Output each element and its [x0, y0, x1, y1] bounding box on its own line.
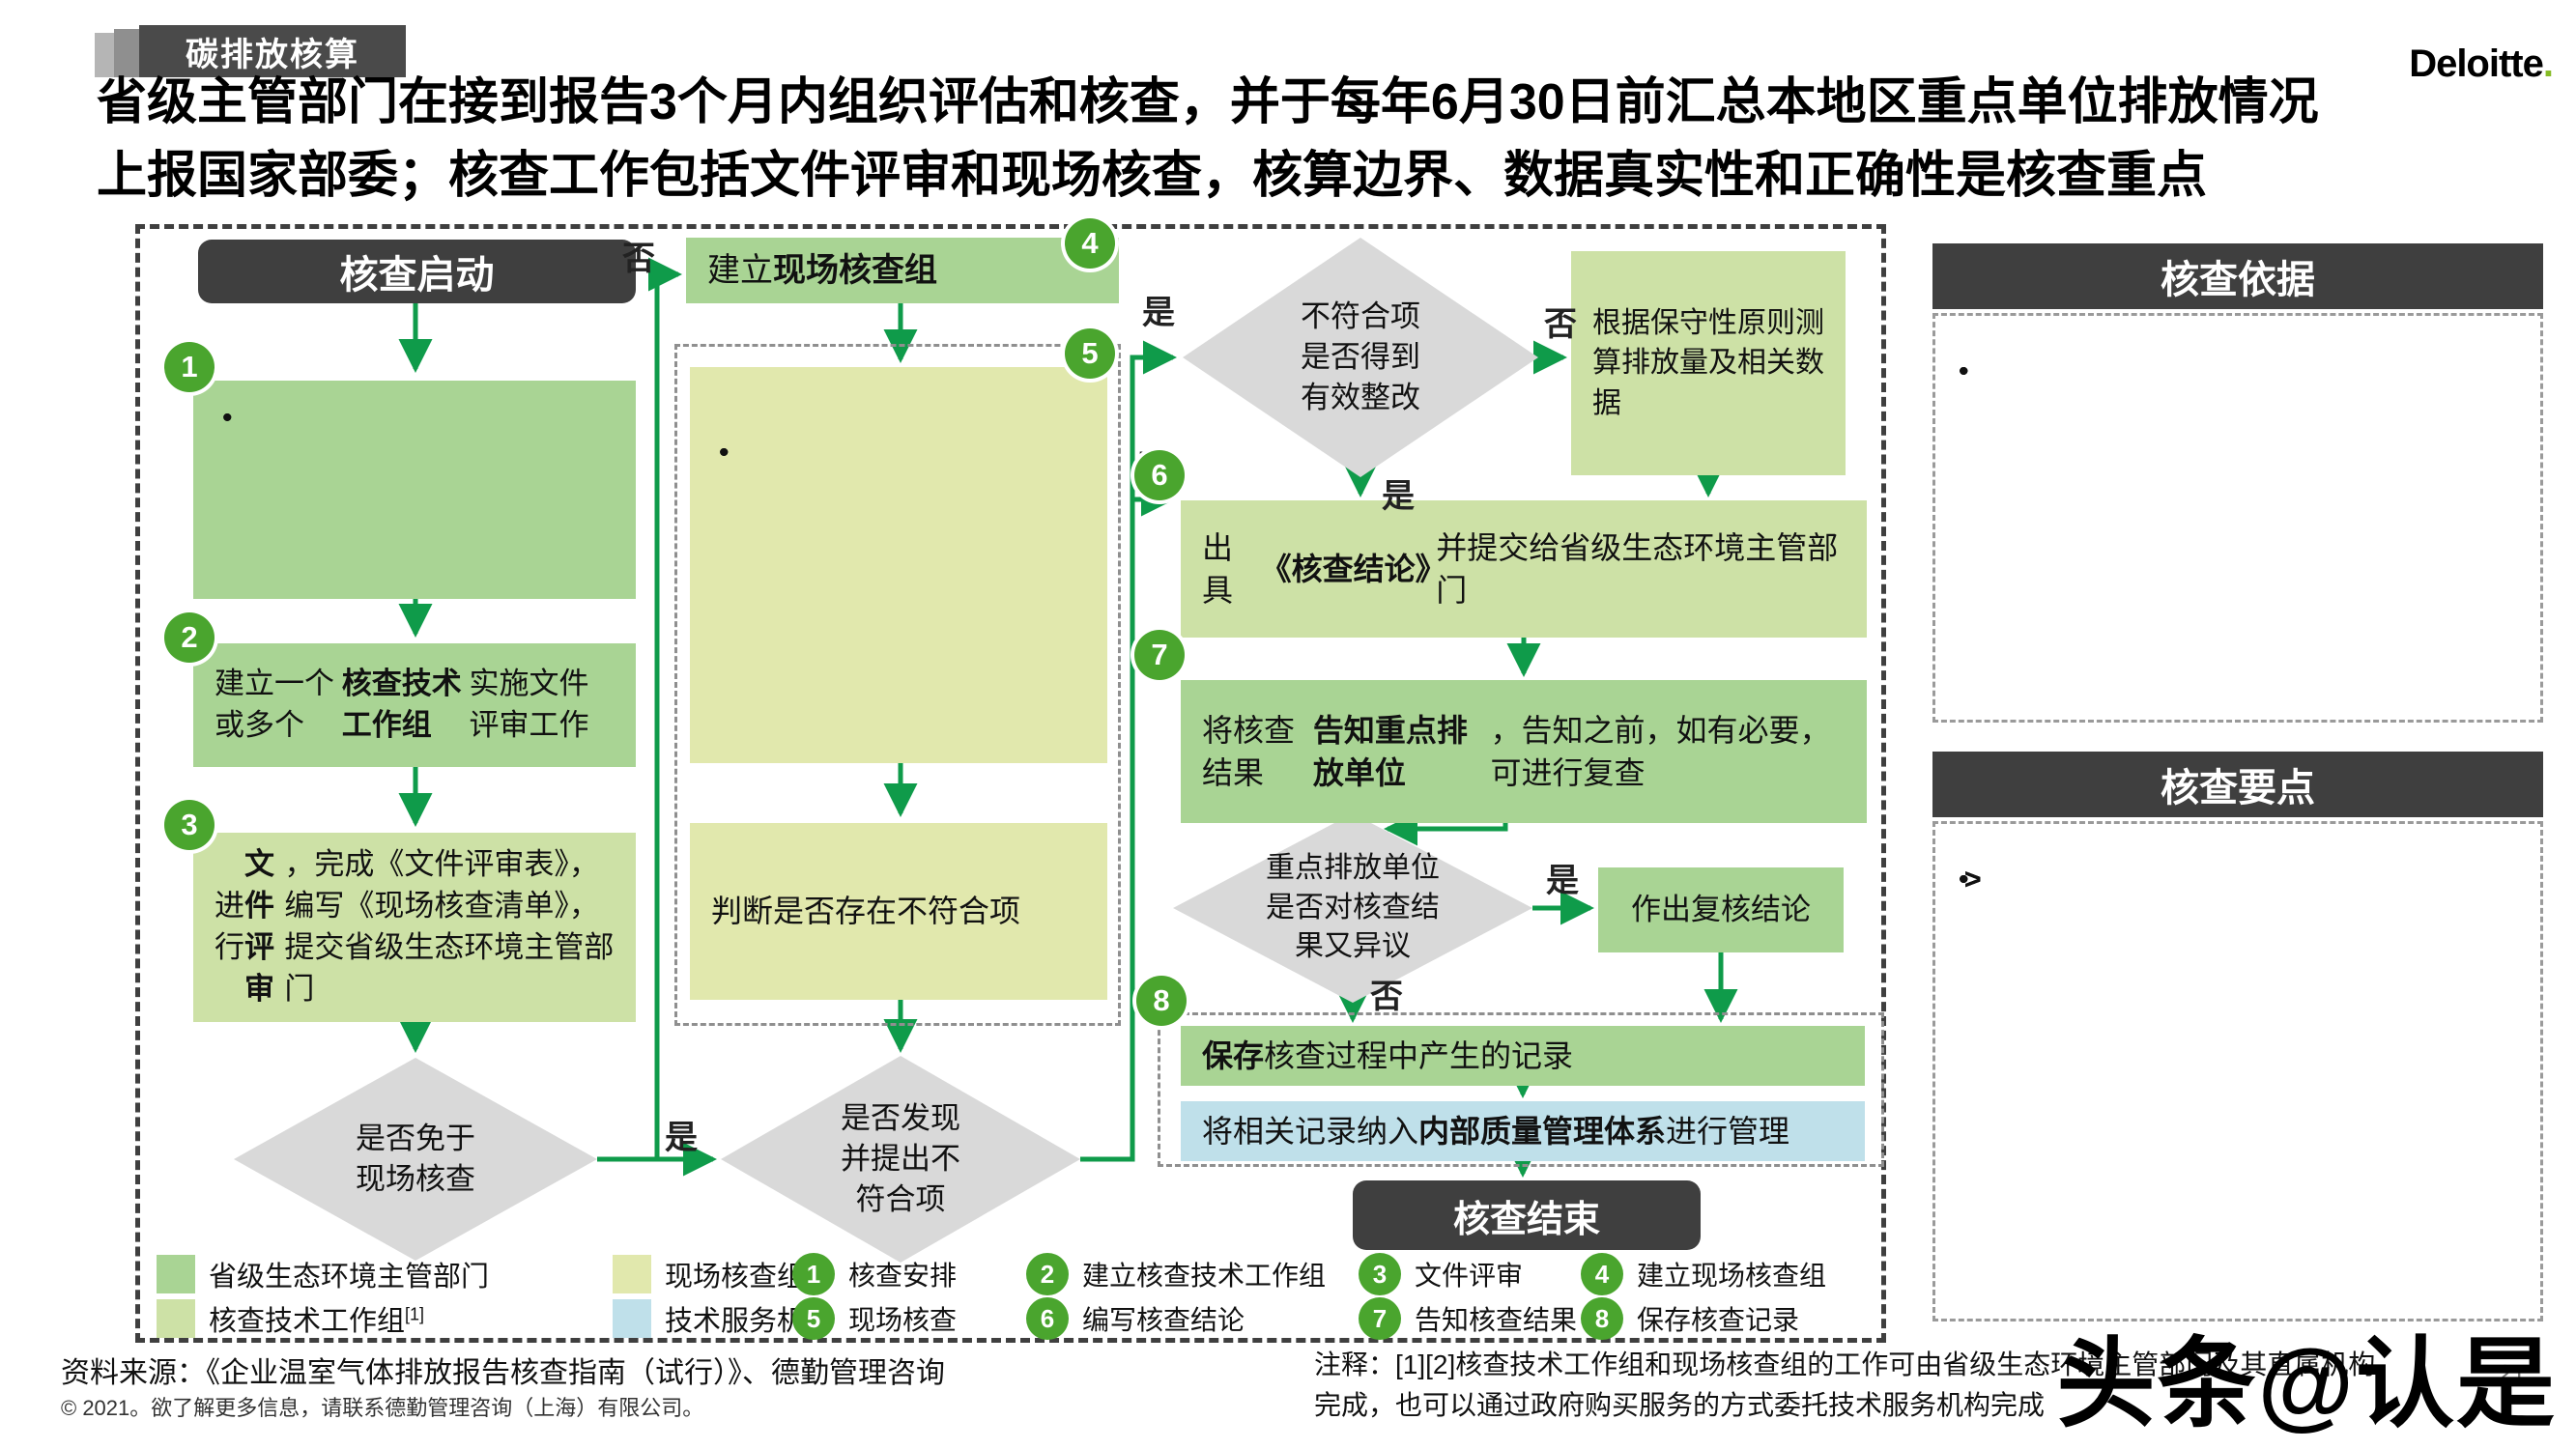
legend-step-label: 编写核查结论 [1082, 1305, 1245, 1335]
step-badge-8: 8 [1136, 976, 1187, 1026]
step3-box: 进行文件评审，完成《文件评审表》，编写《现场核查清单》，提交省级生态环境主管部门 [193, 833, 636, 1022]
section-tag: 碳排放核算 [139, 25, 406, 77]
legend-role-item: 核查技术工作组[1] [157, 1296, 613, 1341]
label-no-objection: 否 [1370, 979, 1403, 1015]
legend-step-number: 6 [1026, 1297, 1069, 1340]
watermark: 头条@认是 [2056, 1329, 2557, 1439]
legend-step-item: 3 文件评审 [1359, 1252, 1581, 1296]
flow-end-box: 核查结束 [1353, 1180, 1701, 1250]
legend-step-label: 建立核查技术工作组 [1082, 1261, 1327, 1291]
panel-points-body [1932, 821, 2543, 1321]
panel-basis-body [1932, 313, 2543, 723]
step-number-legend: 1 核查安排 2 建立核查技术工作组 3 文件评审 4 建立现场核查组 5 现场… [792, 1252, 1826, 1341]
legend-step-item: 4 建立现场核查组 [1581, 1252, 1826, 1296]
decision-diamond-objection [1173, 813, 1532, 1003]
label-yes-rectified: 是 [1382, 478, 1415, 515]
legend-step-item: 1 核查安排 [792, 1252, 1026, 1296]
step6-box: 出具《核查结论》并提交给省级生态环境主管部门 [1181, 500, 1867, 638]
step-badge-3: 3 [164, 800, 215, 850]
step-badge-2: 2 [164, 612, 215, 663]
legend-color-swatch [613, 1255, 651, 1293]
copyright-line: © 2021。欲了解更多信息，请联系德勤管理咨询（上海）有限公司。 [61, 1396, 704, 1420]
step2-box: 建立一个或多个核查技术工作组实施文件评审工作 [193, 643, 636, 767]
label-no-conservative: 否 [1544, 306, 1577, 343]
legend-role-label: 省级生态环境主管部门 [209, 1262, 490, 1293]
legend-step-item: 7 告知核查结果 [1359, 1296, 1581, 1341]
step-badge-7: 7 [1134, 630, 1185, 680]
legend-step-label: 文件评审 [1415, 1261, 1524, 1291]
decision-diamond-rectified [1183, 238, 1538, 477]
decision-diamond-exempt [234, 1058, 597, 1261]
label-yes-to-rectified: 是 [1142, 295, 1175, 331]
flow-area-border [135, 224, 1886, 1343]
step-badge-1: 1 [164, 342, 215, 392]
footnote: 注释：[1][2]核查技术工作组和现场核查组的工作可由省级生态环境主管部门及其直… [1314, 1350, 2376, 1420]
panel-verification-basis: 核查依据 [1932, 243, 2543, 723]
step4-box: 建立现场核查组 [686, 238, 1119, 303]
deloitte-logo: Deloitte. [2409, 43, 2554, 85]
quality-system-box: 将相关记录纳入内部质量管理体系进行管理 [1181, 1101, 1865, 1161]
legend-step-item: 6 编写核查结论 [1026, 1296, 1359, 1341]
legend-step-number: 1 [792, 1253, 835, 1295]
legend-role-item: 省级生态环境主管部门 [157, 1252, 613, 1296]
judge-nonconformity-box: 判断是否存在不符合项 [690, 823, 1107, 1000]
legend-step-item: 5 现场核查 [792, 1296, 1026, 1341]
legend-color-swatch [613, 1299, 651, 1338]
legend-step-label: 建立现场核查组 [1637, 1261, 1827, 1291]
legend-color-swatch [157, 1255, 195, 1293]
legend-step-label: 现场核查 [848, 1305, 958, 1335]
source-line: 资料来源：《企业温室气体排放报告核查指南（试行）》、德勤管理咨询 [61, 1357, 945, 1389]
legend-step-number: 4 [1581, 1253, 1623, 1295]
legend-step-number: 8 [1581, 1297, 1623, 1340]
panel-points-title: 核查要点 [1932, 752, 2543, 817]
label-no-to-step4: 否 [622, 241, 655, 277]
label-yes-exempt: 是 [665, 1120, 698, 1156]
flow-start-box: 核查启动 [198, 240, 636, 303]
panel-verification-points: 核查要点 [1932, 752, 2543, 1321]
page-number: 21 [2498, 1359, 2526, 1388]
legend-step-label: 告知核查结果 [1415, 1305, 1578, 1335]
legend-color-swatch [157, 1299, 195, 1338]
step7-box: 将核查结果告知重点排放单位，告知之前，如有必要，可进行复查 [1181, 680, 1867, 823]
title-line-1: 省级主管部门在接到报告3个月内组织评估和核查，并于每年6月30日前汇总本地区重点… [97, 74, 2319, 130]
step8-box: 保存核查过程中产生的记录 [1181, 1026, 1865, 1086]
step-badge-4: 4 [1065, 218, 1115, 269]
step5-box [690, 367, 1107, 763]
legend-step-number: 2 [1026, 1253, 1069, 1295]
step-badge-5: 5 [1065, 328, 1115, 379]
legend-step-number: 7 [1359, 1297, 1401, 1340]
title-line-2: 上报国家部委；核查工作包括文件评审和现场核查，核算边界、数据真实性和正确性是核查… [97, 148, 2208, 204]
decision-rectified: 不符合项是否得到有效整改 [1301, 299, 1420, 414]
page-title: 省级主管部门在接到报告3个月内组织评估和核查，并于每年6月30日前汇总本地区重点… [97, 66, 2493, 213]
legend-step-item: 8 保存核查记录 [1581, 1296, 1826, 1341]
legend-role-item: 现场核查组[2] [613, 1252, 833, 1296]
logo-green-dot: . [2542, 43, 2554, 85]
legend-step-label: 保存核查记录 [1637, 1305, 1800, 1335]
decision-diamond-nonconformity [721, 1056, 1080, 1263]
review-conclusion-box: 作出复核结论 [1598, 867, 1844, 952]
step-badge-6: 6 [1134, 450, 1185, 500]
decision-exempt-onsite: 是否免于现场核查 [356, 1122, 475, 1196]
decision-found-nonconformity: 是否发现并提出不符合项 [841, 1101, 960, 1216]
panel-basis-title: 核查依据 [1932, 243, 2543, 309]
legend-step-item: 2 建立核查技术工作组 [1026, 1252, 1359, 1296]
decision-objection: 重点排放单位是否对核查结果又异议 [1266, 852, 1440, 963]
role-color-legend: 省级生态环境主管部门 现场核查组[2] 核查技术工作组[1] 技术服务机构 [157, 1252, 833, 1341]
legend-role-label: 核查技术工作组[1] [209, 1304, 425, 1337]
step1-box [193, 381, 636, 599]
legend-step-number: 3 [1359, 1253, 1401, 1295]
label-yes-objection: 是 [1546, 863, 1579, 899]
legend-step-label: 核查安排 [848, 1261, 958, 1291]
legend-step-number: 5 [792, 1297, 835, 1340]
conservative-estimate-box: 根据保守性原则测算排放量及相关数据 [1571, 251, 1846, 475]
